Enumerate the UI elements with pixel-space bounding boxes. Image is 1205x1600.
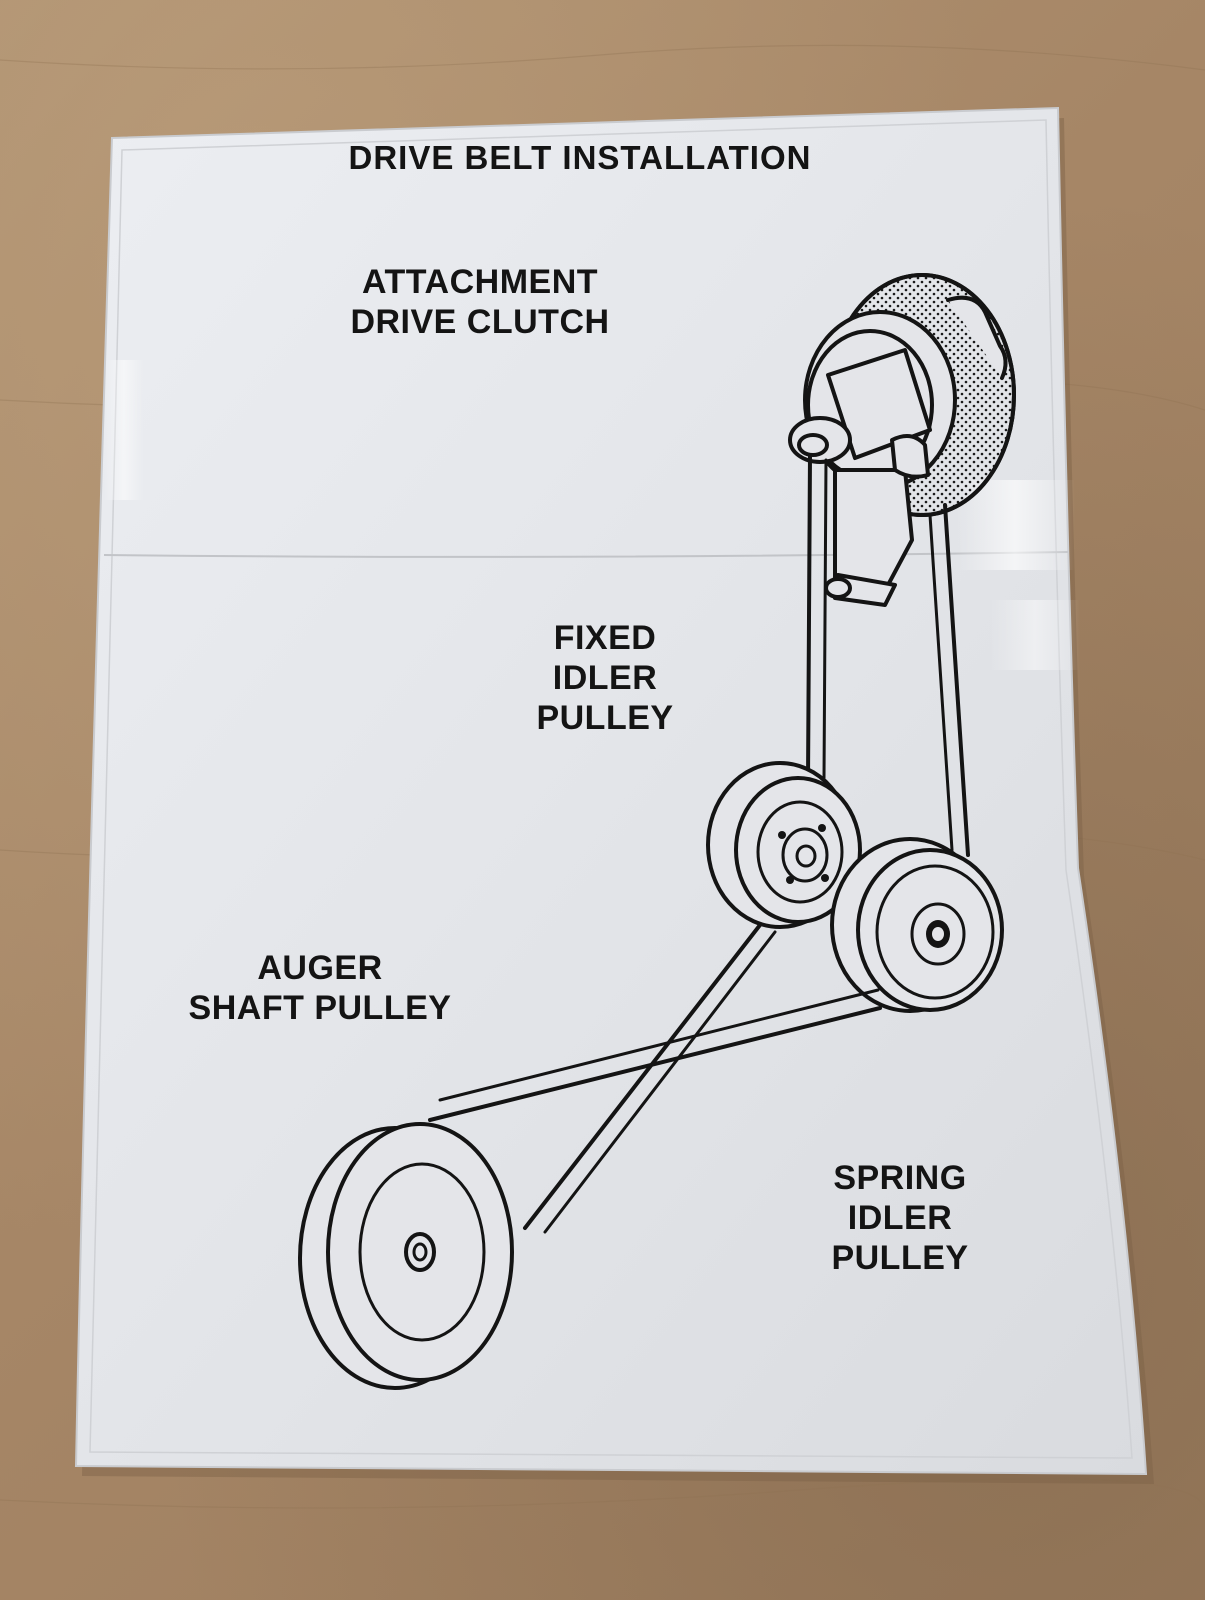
- attachment-drive-clutch: [788, 273, 1016, 607]
- belt-right-run-inner: [928, 513, 954, 852]
- diagram-title: DRIVE BELT INSTALLATION: [348, 139, 812, 176]
- label-line: AUGER: [257, 949, 383, 987]
- label-attachment-drive-clutch: ATTACHMENT DRIVE CLUTCH: [300, 262, 660, 342]
- label-line: PULLEY: [536, 699, 674, 737]
- belt-right-run: [943, 503, 970, 857]
- label-line: SPRING: [833, 1159, 967, 1197]
- belt-diagram: [298, 273, 1016, 1390]
- belt-lower-lower-run-inner: [438, 988, 880, 1102]
- label-line: PULLEY: [831, 1239, 969, 1277]
- glare-right-low: [990, 600, 1080, 670]
- label-auger-shaft-pulley: AUGER SHAFT PULLEY: [150, 948, 490, 1028]
- belt-lower-upper-run: [523, 923, 762, 1230]
- spring-idler-pulley-graphic: [830, 837, 1004, 1013]
- belt-left-run-inner: [822, 458, 828, 780]
- label-spring-idler-pulley: SPRING IDLER PULLEY: [790, 1158, 1010, 1278]
- label-line: DRIVE CLUTCH: [350, 303, 610, 341]
- belt-left-run: [806, 453, 812, 784]
- belt-lower-upper-run-inner: [543, 930, 777, 1234]
- label-fixed-idler-pulley: FIXED IDLER PULLEY: [500, 618, 710, 738]
- fold-crease: [103, 551, 1069, 558]
- fixed-idler-pulley-graphic: [706, 761, 862, 929]
- label-line: SHAFT PULLEY: [188, 989, 452, 1027]
- label-line: ATTACHMENT: [361, 263, 599, 301]
- auger-shaft-pulley-graphic: [298, 1122, 514, 1390]
- belt-lower-lower-run: [428, 1006, 882, 1122]
- glare-left: [104, 360, 144, 500]
- label-line: IDLER: [847, 1199, 953, 1237]
- label-line: FIXED: [553, 619, 657, 657]
- label-line: IDLER: [552, 659, 658, 697]
